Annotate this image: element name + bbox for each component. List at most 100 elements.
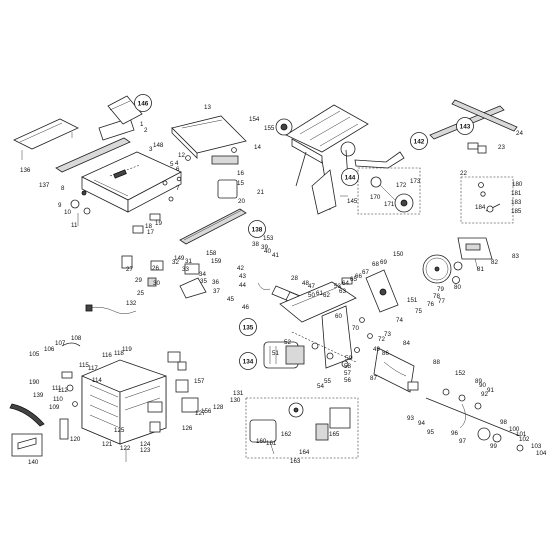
- part-number-label: 33: [182, 266, 189, 273]
- part-number-label: 103: [531, 443, 542, 450]
- part-number-label: 54: [317, 383, 324, 390]
- part-number-label: 77: [438, 298, 445, 305]
- part-number-label: 90: [479, 382, 486, 389]
- front-rail-bar: [55, 137, 131, 173]
- part-number-label: 136: [20, 167, 31, 174]
- part-number-label: 181: [511, 190, 522, 197]
- part-number-label: 101: [516, 431, 527, 438]
- parts-artwork: [9, 95, 524, 462]
- rip-fence-plate: [98, 95, 143, 141]
- part-number-label: 57: [344, 370, 351, 377]
- part-number-label: 24: [516, 130, 523, 137]
- part-number-label: 96: [451, 430, 458, 437]
- part-number-label: 118: [114, 350, 124, 357]
- part-number-label: 5: [170, 161, 174, 168]
- part-number-label: 45: [227, 296, 234, 303]
- part-number-label: 157: [194, 378, 205, 385]
- small-hardware-top: [70, 147, 237, 234]
- part-number-label: 126: [182, 425, 193, 432]
- part-number-label: 35: [200, 278, 207, 285]
- part-number-label: 124: [140, 441, 151, 448]
- part-number-label: 125: [114, 427, 125, 434]
- part-number-label: 20: [238, 198, 245, 205]
- part-number-label: 137: [39, 182, 50, 189]
- part-number-label: 49: [373, 346, 380, 353]
- part-number-label: 46: [242, 304, 249, 311]
- part-number-label: 48: [302, 280, 309, 287]
- part-number-label: 66: [355, 273, 362, 280]
- part-number-label: 106: [44, 346, 55, 353]
- part-number-label: 31: [185, 258, 192, 265]
- part-number-label: 52: [284, 339, 291, 346]
- part-number-label: 185: [511, 208, 522, 215]
- part-number-label: 114: [92, 377, 102, 384]
- height-crank-shaft: [407, 381, 524, 452]
- part-number-label: 190: [29, 379, 40, 386]
- part-number-label: 28: [291, 275, 298, 282]
- part-number-label: 2: [144, 127, 148, 134]
- saw-blade: [422, 254, 463, 284]
- part-number-label: 61: [316, 290, 323, 297]
- part-number-label: 88: [433, 359, 440, 366]
- part-number-label: 17: [147, 229, 154, 236]
- part-number-label: 97: [459, 438, 466, 445]
- part-number-label: 34: [199, 271, 206, 278]
- part-number-label: 40: [264, 248, 271, 255]
- saw-table-top: [81, 151, 182, 213]
- left-extension-rail: [13, 118, 79, 160]
- part-number-label: 132: [126, 300, 137, 307]
- part-number-label: 47: [308, 283, 315, 290]
- part-number-label: 73: [384, 331, 391, 338]
- part-number-label: 23: [498, 144, 505, 151]
- part-number-label: 122: [120, 445, 131, 452]
- part-number-label: 120: [70, 436, 81, 443]
- part-number-label: 161: [266, 440, 277, 447]
- part-number-label: 82: [491, 259, 498, 266]
- part-number-label: 111: [52, 385, 62, 392]
- part-number-label: 60: [335, 313, 342, 320]
- part-number-label: 159: [211, 258, 222, 265]
- part-number-label: 18: [145, 223, 152, 230]
- part-number-label: 151: [407, 297, 418, 304]
- part-number-label: 62: [323, 292, 330, 299]
- callout-bubble: 143: [456, 117, 474, 135]
- part-number-label: 15: [237, 180, 244, 187]
- part-number-label: 69: [380, 259, 387, 266]
- motor-kit-box: [245, 397, 359, 459]
- part-number-label: 108: [71, 335, 82, 342]
- part-number-label: 150: [393, 251, 404, 258]
- part-number-label: 164: [299, 449, 310, 456]
- base-small-parts: [9, 342, 199, 462]
- callout-bubble: 138: [248, 220, 266, 238]
- part-number-label: 104: [536, 450, 547, 457]
- wheel-kit-box: [357, 167, 421, 215]
- part-number-label: 12: [178, 152, 185, 159]
- part-number-label: 32: [172, 259, 179, 266]
- switch-box: [341, 269, 399, 313]
- part-number-label: 56: [344, 377, 351, 384]
- part-number-label: 25: [137, 290, 144, 297]
- callout-label: 142: [414, 139, 425, 146]
- part-number-label: 68: [372, 261, 379, 268]
- part-number-label: 156: [201, 408, 212, 415]
- part-number-label: 43: [239, 273, 246, 280]
- part-number-label: 180: [512, 181, 523, 188]
- part-number-label: 91: [487, 387, 494, 394]
- part-number-label: 92: [481, 391, 488, 398]
- part-number-label: 50: [308, 292, 315, 299]
- bevel-scale: [373, 347, 415, 393]
- part-number-label: 42: [237, 265, 244, 272]
- part-number-label: 11: [71, 222, 78, 229]
- part-number-label: 115: [79, 362, 89, 369]
- part-number-label: 152: [455, 370, 466, 377]
- part-number-label: 44: [239, 282, 246, 289]
- part-number-label: 64: [342, 280, 349, 287]
- part-number-label: 130: [230, 397, 241, 404]
- part-number-label: 110: [53, 396, 63, 403]
- part-number-label: 121: [102, 441, 113, 448]
- part-number-label: 131: [233, 390, 244, 397]
- part-number-label: 81: [477, 266, 484, 273]
- part-number-label: 109: [49, 404, 60, 411]
- part-number-label: 67: [362, 269, 369, 276]
